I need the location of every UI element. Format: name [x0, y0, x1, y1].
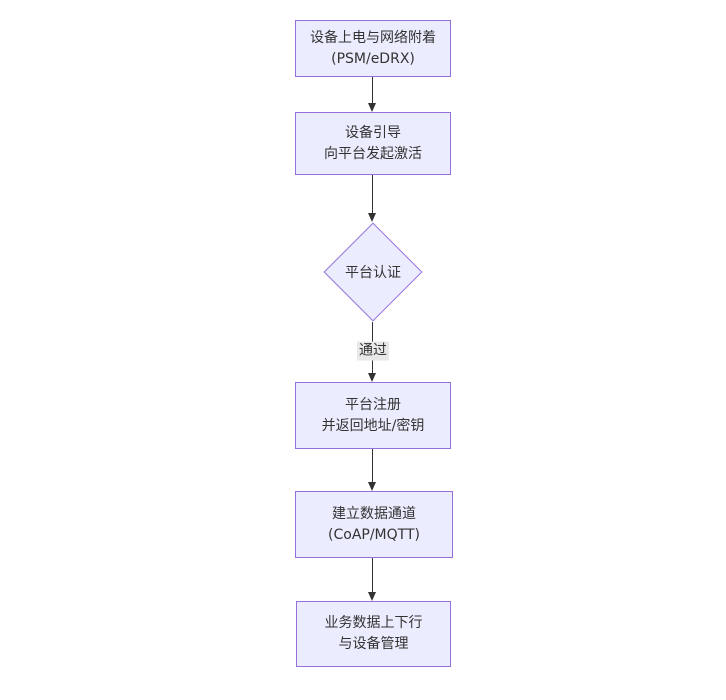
node-data-channel: 建立数据通道 (CoAP/MQTT) [295, 491, 453, 558]
node-label-line: 向平台发起激活 [324, 145, 422, 162]
node-bootstrap: 设备引导 向平台发起激活 [295, 112, 451, 175]
node-label-line: (CoAP/MQTT) [328, 526, 420, 543]
node-power-on: 设备上电与网络附着 (PSM/eDRX) [295, 20, 451, 77]
arrowhead-down-icon [368, 213, 376, 222]
arrow-shaft [372, 449, 373, 483]
node-label-line: 设备上电与网络附着 [310, 29, 436, 46]
arrow-bootstrap-to-auth [368, 175, 376, 222]
arrow-channel-to-business [368, 558, 376, 601]
node-label-line: 平台认证 [345, 265, 401, 281]
node-register: 平台注册 并返回地址/密钥 [295, 382, 451, 449]
edge-label-pass: 通过 [357, 341, 389, 361]
arrowhead-down-icon [368, 592, 376, 601]
node-label-line: (PSM/eDRX) [331, 50, 415, 67]
node-label-line: 与设备管理 [338, 636, 409, 652]
node-label-line: 并返回地址/密钥 [321, 417, 425, 434]
arrow-register-to-channel [368, 449, 376, 491]
arrow-shaft [372, 558, 373, 593]
node-label-line: 建立数据通道 [332, 505, 416, 522]
arrow-shaft [372, 175, 373, 214]
node-label-line: 业务数据上下行 [324, 615, 423, 631]
arrowhead-down-icon [368, 373, 376, 382]
node-label-line: 设备引导 [345, 124, 401, 141]
arrowhead-down-icon [368, 482, 376, 491]
node-business-data: 业务数据上下行 与设备管理 [296, 601, 451, 667]
arrow-power-on-to-bootstrap [368, 77, 376, 112]
node-label-line: 平台注册 [345, 396, 401, 413]
arrowhead-down-icon [368, 103, 376, 112]
arrow-shaft [372, 77, 373, 104]
node-platform-auth: 平台认证 [323, 222, 423, 322]
